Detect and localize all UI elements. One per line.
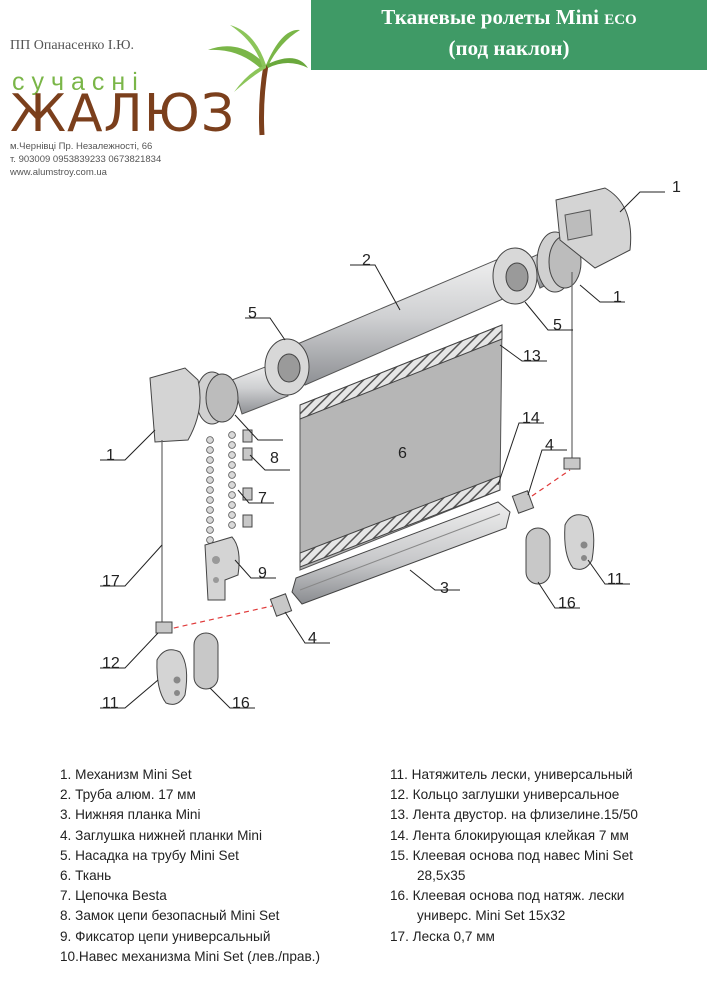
palm-logo-icon xyxy=(208,25,308,136)
callout-1-bracket-left: 1 xyxy=(106,447,115,464)
callout-2-tube: 2 xyxy=(362,252,371,269)
legend-item-continuation: 28,5x35 xyxy=(417,868,466,884)
title-banner: Тканевые ролеты Mini ECO (под наклон) xyxy=(311,0,707,70)
address-line1: м.Чернівці Пр. Незалежності, 66 xyxy=(10,141,153,152)
chain-lock xyxy=(242,429,253,528)
bracket-right xyxy=(555,187,632,460)
assembly-guide-lines xyxy=(164,469,571,631)
legend-item: 6. Ткань xyxy=(60,868,112,884)
legend-item: 5. Насадка на трубу Mini Set xyxy=(60,847,239,863)
adhesive-base-right xyxy=(525,527,551,585)
callout-5-cap-left: 5 xyxy=(248,305,257,322)
legend-item: 8. Замок цепи безопасный Mini Set xyxy=(60,908,280,924)
callout-11-tensioner-right: 11 xyxy=(607,571,624,588)
company-name: ПП Опанасенко І.Ю. xyxy=(10,38,134,53)
callout-5-cap-right: 5 xyxy=(553,317,562,334)
legend-item: 1. Механизм Mini Set xyxy=(60,767,192,782)
title-line2: (под наклон) xyxy=(448,36,570,60)
legend-item: 16. Клеевая основа под натяж. лески xyxy=(390,888,625,904)
ring-cap-left xyxy=(155,621,173,634)
callout-1-bracket-right: 1 xyxy=(672,179,681,196)
callout-4-cap-left: 4 xyxy=(308,630,317,647)
bottom-bar-cap-left xyxy=(269,593,293,617)
tube-end-cap-left xyxy=(264,338,310,396)
callout-13-tape: 13 xyxy=(523,348,541,365)
legend-item: 2. Труба алюм. 17 мм xyxy=(60,787,196,803)
title-eco: ECO xyxy=(604,12,637,28)
legend-item: 17. Леска 0,7 мм xyxy=(390,928,495,944)
callout-11-tensioner-left: 11 xyxy=(102,695,119,712)
legend-item: 15. Клеевая основа под навес Mini Set xyxy=(390,847,633,863)
legend-item-continuation: универс. Mini Set 15x32 xyxy=(417,908,566,924)
ring-cap-right xyxy=(563,457,581,470)
title-line1: Тканевые ролеты Mini xyxy=(381,5,599,29)
tube-end-cap-right xyxy=(492,247,538,305)
legend-item: 13. Лента двустор. на флизелине.15/50 xyxy=(390,807,638,823)
callout-6-fabric: 6 xyxy=(398,445,407,462)
callout-16-base-right: 16 xyxy=(558,595,576,612)
callout-3-bottom-bar: 3 xyxy=(440,580,449,597)
callout-16-base-left: 16 xyxy=(232,695,250,712)
legend-left: 1. Механизм Mini Set 2. Труба алюм. 17 м… xyxy=(60,765,320,967)
callout-4-cap-right: 4 xyxy=(545,437,554,454)
address-line2: т. 903009 0953839233 0673821834 xyxy=(10,154,162,165)
logo-big-text: ЖАЛЮЗ xyxy=(10,84,236,144)
legend-item: 9. Фиксатор цепи универсальный xyxy=(60,928,271,944)
callout-7-chain: 7 xyxy=(258,490,267,507)
legend-item: 10.Навес механизма Mini Set (лев./прав.) xyxy=(60,948,320,964)
tensioner-right xyxy=(564,514,595,570)
chain-fixer xyxy=(204,536,240,601)
fabric-panel xyxy=(299,324,503,571)
legend-right: 11. Натяжитель лески, универсальный 12. … xyxy=(390,765,638,947)
callout-12-ring: 12 xyxy=(102,655,120,672)
address-line3: www.alumstroy.com.ua xyxy=(10,167,107,178)
bottom-bar-cap-right xyxy=(511,490,535,514)
logo-small-text: сучасні xyxy=(12,68,145,96)
legend-item: 3. Нижняя планка Mini xyxy=(60,807,201,823)
legend-item: 7. Цепочка Besta xyxy=(60,888,167,904)
adhesive-base-left xyxy=(193,632,219,690)
legend-item: 4. Заглушка нижней планки Mini xyxy=(60,827,262,843)
callout-8-chain-lock: 8 xyxy=(270,450,279,467)
legend-item: 14. Лента блокирующая клейкая 7 мм xyxy=(390,827,629,843)
callout-17-line: 17 xyxy=(102,573,120,590)
mechanism-left xyxy=(195,371,239,425)
legend-item: 11. Натяжитель лески, универсальный xyxy=(390,767,633,782)
legend-item: 12. Кольцо заглушки универсальное xyxy=(390,787,620,803)
leader-lines xyxy=(100,191,665,709)
callout-1-mechanism-right: 1 xyxy=(613,289,622,306)
tensioner-left xyxy=(156,649,188,705)
exploded-diagram: 1 2 5 1 5 13 1 8 6 14 4 7 17 9 3 11 16 4… xyxy=(100,179,681,712)
bottom-bar xyxy=(291,501,511,605)
callout-14-blocking-tape: 14 xyxy=(522,410,540,427)
chain xyxy=(206,431,236,544)
bracket-left xyxy=(149,367,201,625)
callout-9-chain-fixer: 9 xyxy=(258,565,267,582)
